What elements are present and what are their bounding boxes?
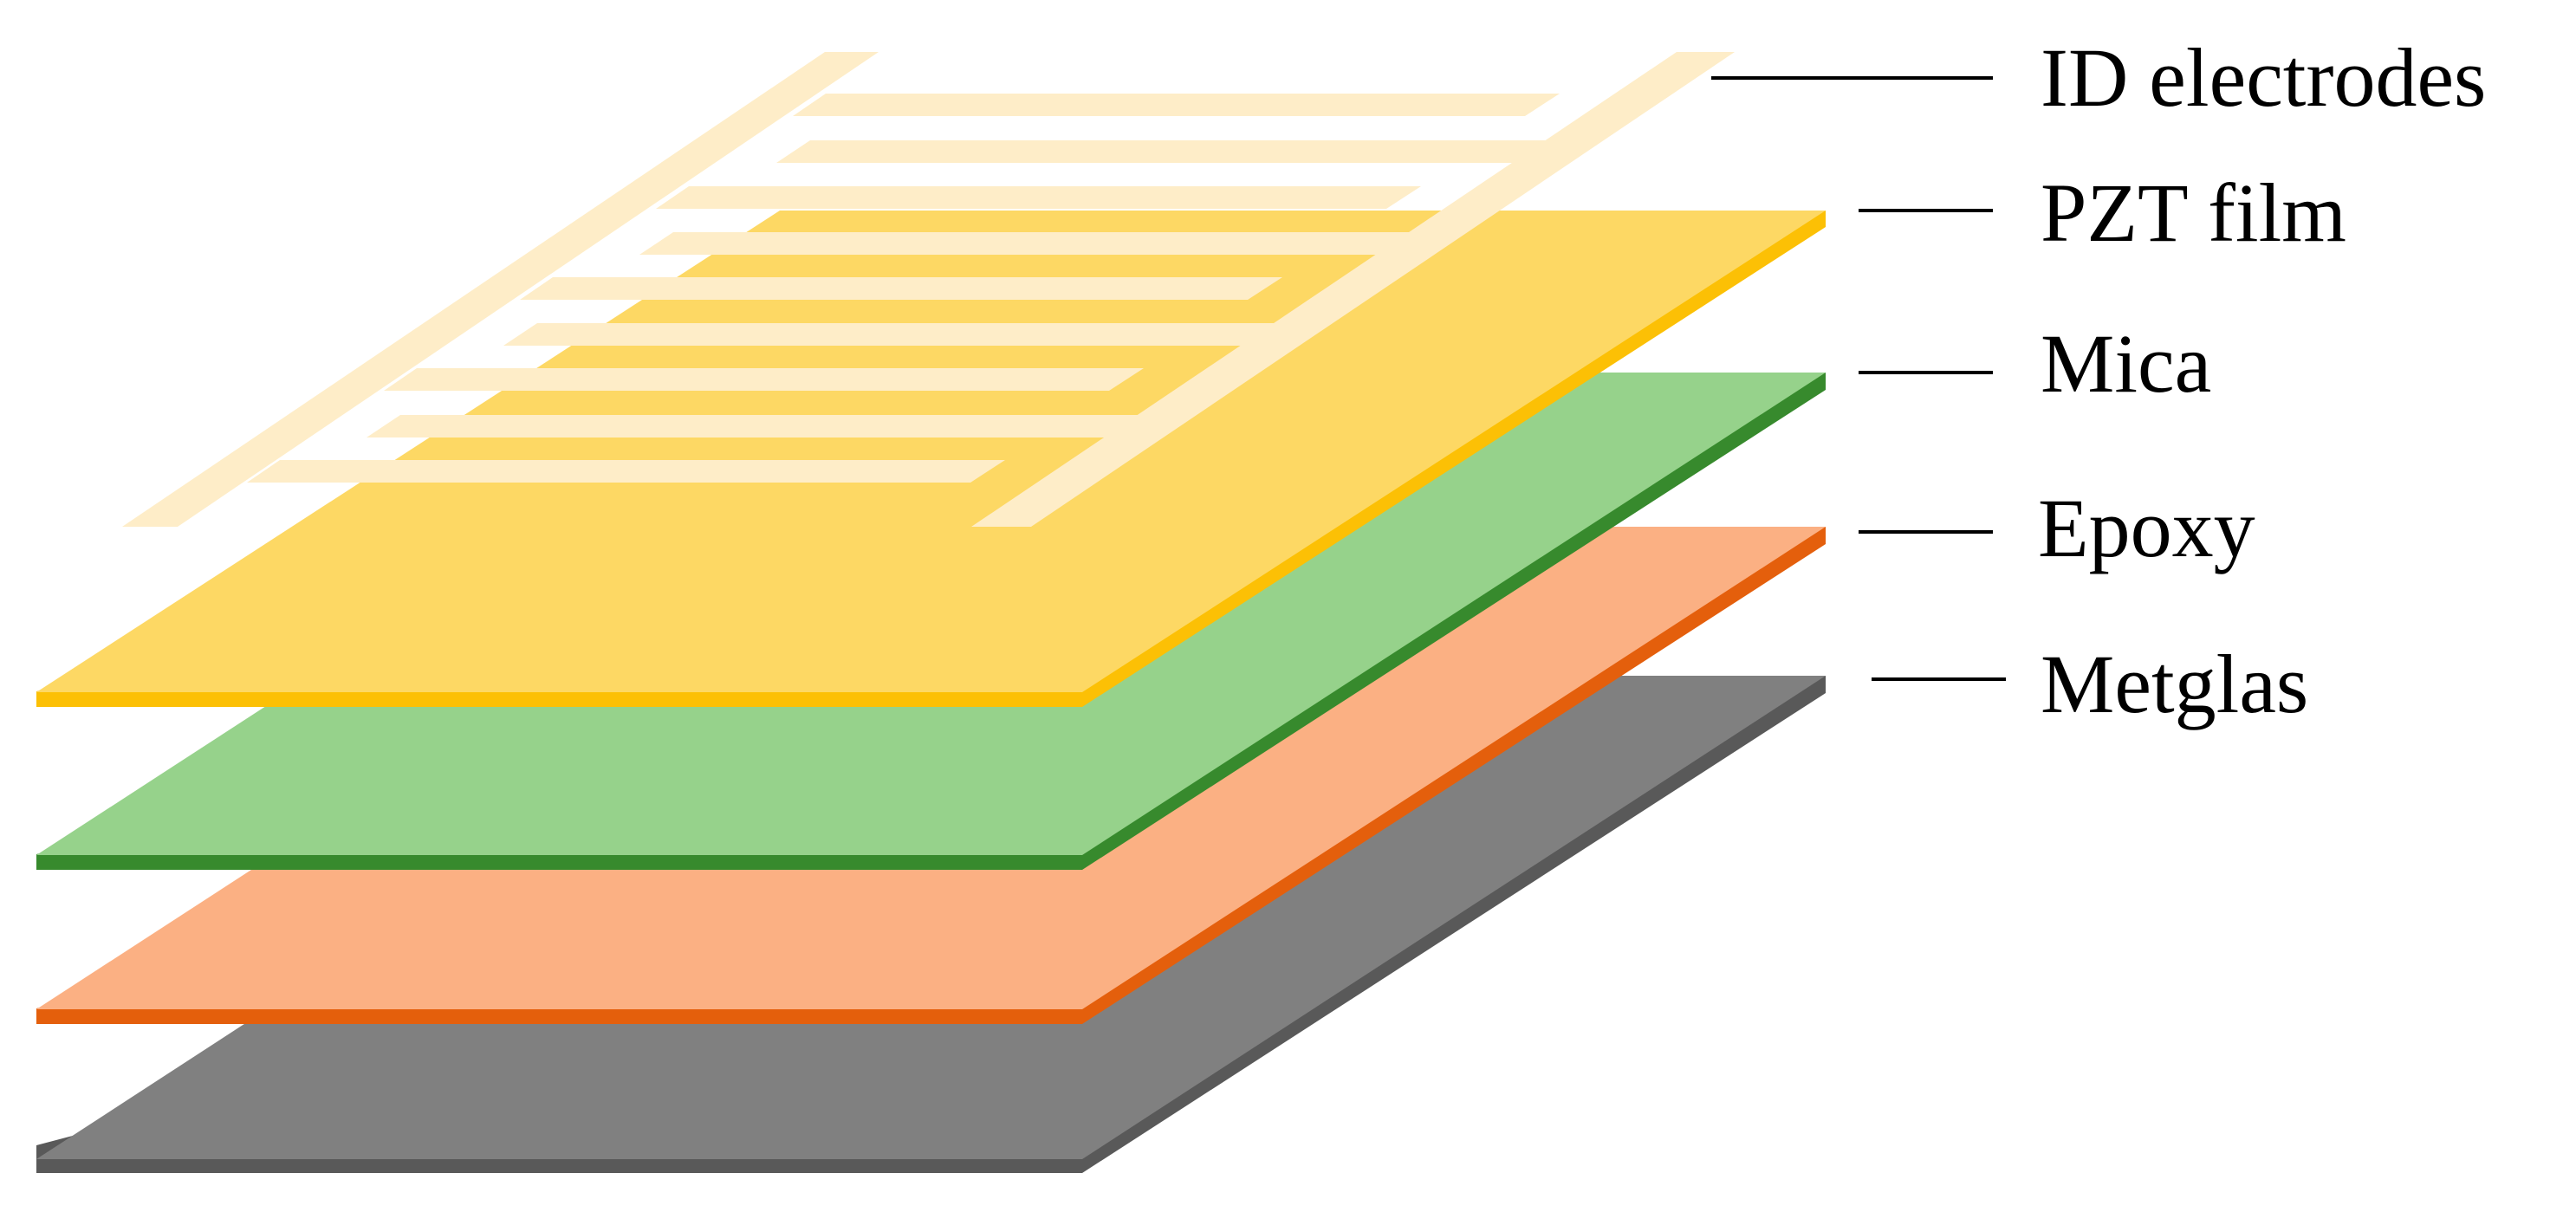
electrode-finger xyxy=(384,368,1144,391)
epoxy-label: Epoxy xyxy=(2038,482,2255,574)
electrode-finger xyxy=(503,323,1312,346)
electrode-finger xyxy=(776,140,1586,163)
pzt-film-layer xyxy=(36,211,1826,707)
id-electrodes-label: ID electrodes xyxy=(2041,31,2486,124)
electrode-finger xyxy=(367,415,1175,438)
electrode-finger xyxy=(656,186,1421,209)
leader-lines xyxy=(1711,76,2006,681)
left-bus-bar xyxy=(122,52,879,527)
pzt-film-top xyxy=(36,211,1826,692)
id-electrodes-layer xyxy=(122,52,1735,527)
right-bus-bar xyxy=(971,52,1735,527)
pzt-film-label: PZT film xyxy=(2041,166,2346,259)
electrode-finger xyxy=(793,94,1560,116)
electrode-finger xyxy=(520,277,1282,300)
metglas-label: Metglas xyxy=(2041,638,2308,730)
electrode-finger xyxy=(639,232,1449,255)
mica-label: Mica xyxy=(2041,317,2211,410)
electrode-finger xyxy=(247,460,1005,483)
